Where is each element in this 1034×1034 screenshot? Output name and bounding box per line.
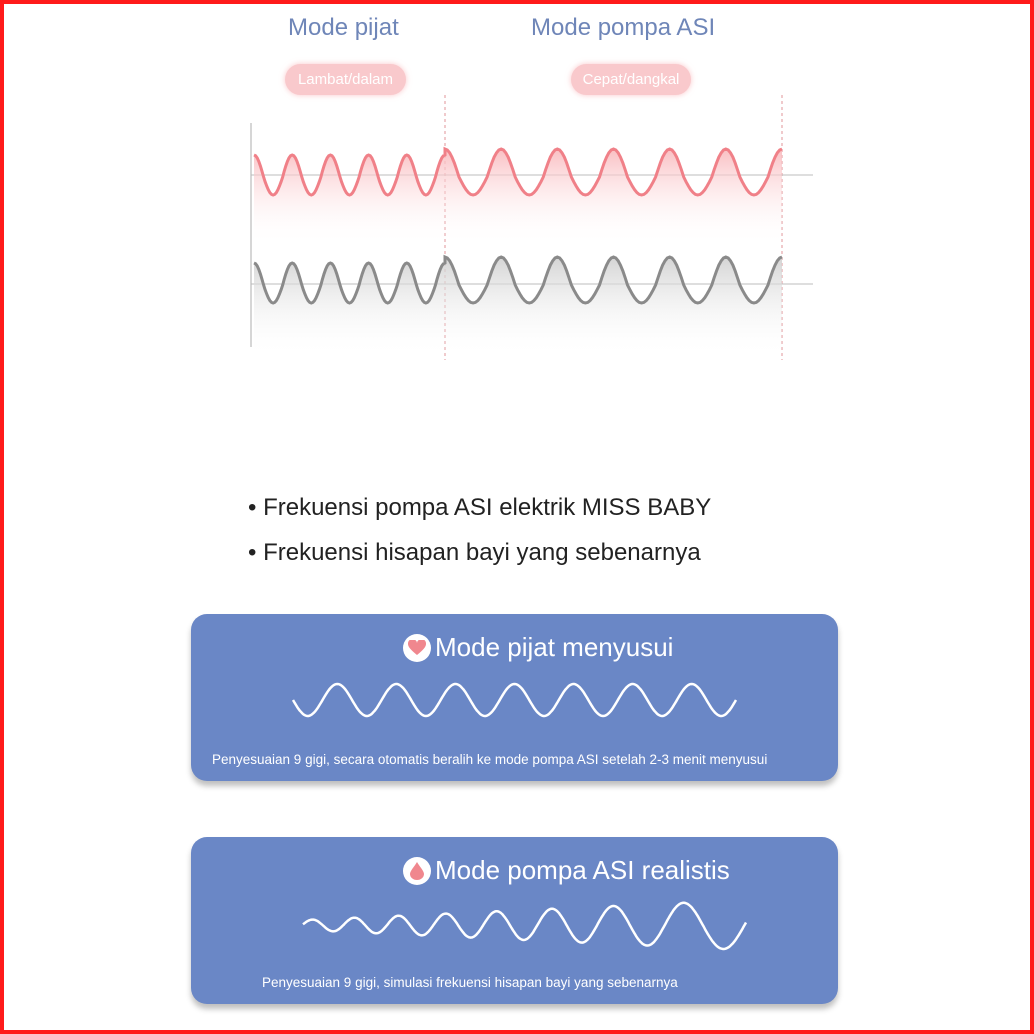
card-massage-mode: Mode pijat menyusui Penyesuaian 9 gigi, … <box>191 614 838 781</box>
pink-wave <box>253 146 783 197</box>
grey-wave <box>253 254 783 305</box>
tag-fast-shallow: Cepat/dangkal <box>571 64 691 95</box>
card-title: Mode pompa ASI realistis <box>403 855 730 886</box>
card-wave <box>302 901 748 951</box>
tag-slow-deep: Lambat/dalam <box>285 64 406 95</box>
card-title: Mode pijat menyusui <box>403 632 673 663</box>
card-caption: Penyesuaian 9 gigi, simulasi frekuensi h… <box>262 975 678 990</box>
wave-comparison-diagram <box>250 95 813 360</box>
grey-wave-glow <box>254 257 782 357</box>
bullet-list: • Frekuensi pompa ASI elektrik MISS BABY… <box>248 490 711 580</box>
milk-drop-icon <box>403 856 431 885</box>
pink-wave-glow <box>254 149 782 245</box>
card-pump-mode: Mode pompa ASI realistis Penyesuaian 9 g… <box>191 837 838 1004</box>
card-caption: Penyesuaian 9 gigi, secara otomatis bera… <box>212 752 768 767</box>
bullet-item: • Frekuensi hisapan bayi yang sebenarnya <box>248 539 701 566</box>
bullet-item: • Frekuensi pompa ASI elektrik MISS BABY <box>248 494 712 521</box>
heart-icon <box>403 633 431 662</box>
section-title-massage: Mode pijat <box>288 14 399 41</box>
card-wave <box>291 682 738 718</box>
section-title-pump: Mode pompa ASI <box>531 14 716 41</box>
